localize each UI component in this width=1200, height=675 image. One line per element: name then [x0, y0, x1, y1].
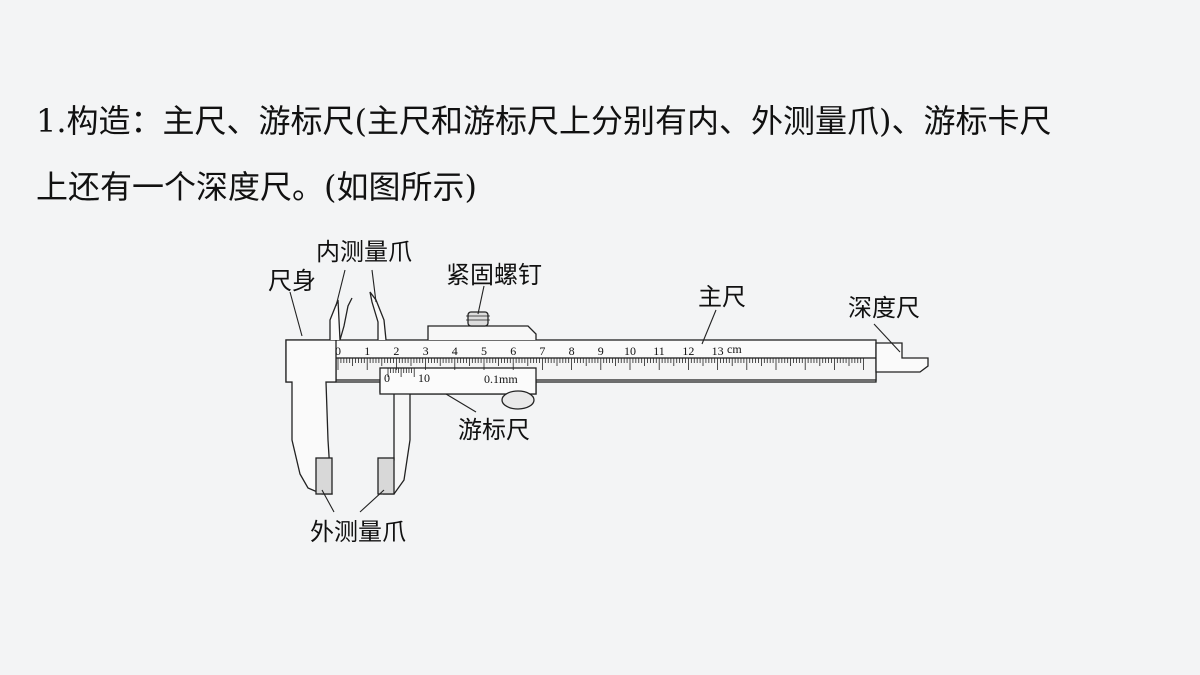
leader-main-scale [701, 309, 717, 345]
label-main-scale: 主尺 [698, 283, 746, 311]
label-vernier: 游标尺 [458, 416, 530, 444]
main-scale-number: 1 [364, 344, 370, 358]
leader-vernier [445, 393, 477, 413]
unit-label: cm [727, 342, 742, 356]
main-scale-number: 7 [539, 344, 545, 358]
leader-inner-jaws-a [335, 269, 346, 307]
leader-outer-jaws-b [359, 489, 385, 513]
label-outer-jaws: 外测量爪 [310, 518, 406, 546]
main-scale-number: 0 [335, 344, 341, 358]
main-scale-number: 11 [653, 344, 665, 358]
paragraph-line-2: 上还有一个深度尺。(如图所示) [36, 168, 477, 206]
main-scale-number: 12 [682, 344, 694, 358]
leader-outer-jaws-a [321, 489, 335, 513]
depth-rod [875, 342, 929, 373]
main-scale-number: 4 [452, 344, 458, 358]
label-lock-screw: 紧固螺钉 [446, 261, 542, 289]
leader-lock-screw [477, 285, 485, 315]
main-scale-number: 3 [423, 344, 429, 358]
label-depth-rod: 深度尺 [848, 294, 920, 322]
clamp-block [427, 325, 537, 340]
main-scale-number: 6 [510, 344, 516, 358]
vernier-number-0: 0 [384, 371, 390, 385]
main-scale-ticks [337, 358, 864, 370]
leader-depth-rod [873, 323, 901, 353]
vernier-number-10: 10 [418, 371, 430, 385]
vernier-ticks [387, 368, 415, 377]
outer-jaw-fixed-tip [315, 457, 333, 495]
lock-screw-head [467, 311, 489, 327]
label-ruler-body: 尺身 [268, 267, 316, 295]
thumb-wheel [501, 390, 535, 410]
paragraph-line-1: 1.构造：主尺、游标尺(主尺和游标尺上分别有内、外测量爪)、游标卡尺 [36, 102, 1052, 140]
main-scale-number: 5 [481, 344, 487, 358]
main-scale-number: 8 [569, 344, 575, 358]
main-scale-number: 10 [624, 344, 636, 358]
vernier-precision-label: 0.1mm [484, 372, 518, 386]
leader-ruler-body [289, 291, 303, 337]
label-inner-jaws: 内测量爪 [316, 238, 412, 266]
main-scale-number: 13 [712, 344, 724, 358]
main-scale-number: 2 [393, 344, 399, 358]
outer-jaw-moving-tip [377, 457, 395, 495]
construction-paragraph: 1.构造：主尺、游标尺(主尺和游标尺上分别有内、外测量爪)、游标卡尺 上还有一个… [36, 88, 1166, 220]
leader-inner-jaws-b [371, 269, 377, 303]
main-scale-number: 9 [598, 344, 604, 358]
